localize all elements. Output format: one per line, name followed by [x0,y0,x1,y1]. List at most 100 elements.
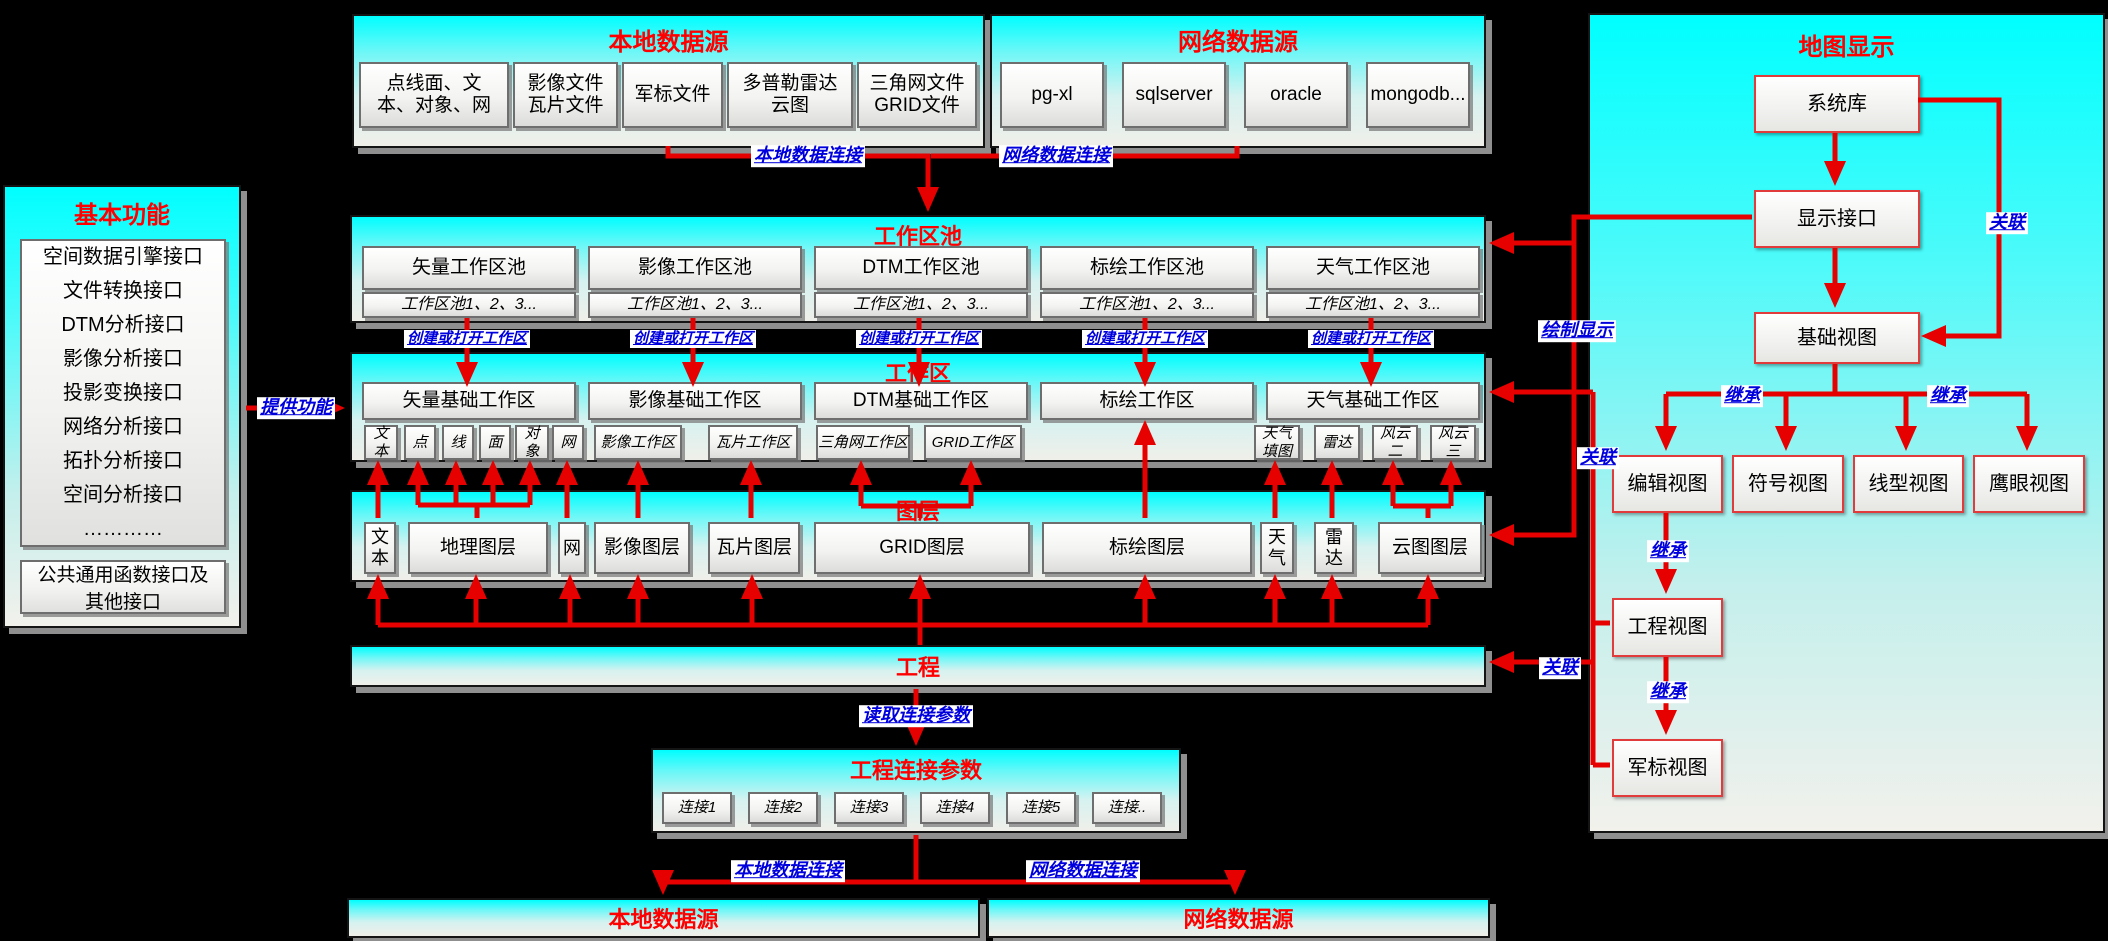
create-open-label: 创建或打开工作区 [1081,330,1209,348]
pool-box: 标绘工作区池 [1040,246,1254,290]
workspace-panel: 工作区 矢量基础工作区 影像基础工作区 DTM基础工作区 标绘工作区 天气基础工… [350,352,1486,462]
create-open-label: 创建或打开工作区 [403,330,531,348]
bottom-network-datasource-bar: 网络数据源 [987,898,1490,938]
layer-box: 文 本 [364,522,396,574]
local-source-box: 三角网文件 GRID文件 [857,62,977,128]
workspace-box: 影像基础工作区 [588,382,802,420]
project-bar: 工程 [350,645,1486,687]
associate-label-project: 关联 [1539,657,1581,679]
workspace-box: 标绘工作区 [1040,382,1254,420]
map-display-title: 地图显示 [1798,34,1895,61]
workspace-small-box: 天气 填图 [1254,425,1300,460]
workspace-small-box: 雷达 [1314,425,1360,460]
pool-box: 矢量工作区池 [362,246,576,290]
line-view-node: 线型视图 [1853,455,1964,513]
workspace-small-box: 点 [404,425,436,460]
workspace-small-box: 文 本 [364,425,398,460]
inherit-label: 继承 [1721,385,1763,407]
layer-box: 雷 达 [1314,522,1354,574]
network-link-label-bottom: 网络数据连接 [1026,860,1140,882]
basic-functions-panel: 基本功能 空间数据引擎接口 文件转换接口 DTM分析接口 影像分析接口 投影变换… [3,185,241,628]
pool-box: 天气工作区池 [1266,246,1480,290]
local-source-box: 点线面、文 本、对象、网 [359,62,509,128]
pool-box: DTM工作区池 [814,246,1028,290]
local-source-box: 军标文件 [622,62,723,128]
associate-label-right: 关联 [1986,212,2028,234]
layer-box: 天 气 [1260,522,1294,574]
connection-params-panel: 工程连接参数 连接1 连接2 连接3 连接4 连接5 连接.. [651,748,1181,833]
workspace-small-box: 瓦片工作区 [708,425,798,460]
project-title: 工程 [895,655,940,680]
connection-box: 连接4 [920,792,990,824]
provide-function-label: 提供功能 [257,397,335,419]
pool-instances-box: 工作区池1、2、3... [588,292,802,318]
connection-box: 连接5 [1006,792,1076,824]
pool-instances-box: 工作区池1、2、3... [362,292,576,318]
create-open-label: 创建或打开工作区 [855,330,983,348]
associate-label-workspace: 关联 [1577,447,1619,469]
bottom-network-title: 网络数据源 [1183,907,1294,932]
read-params-label: 读取连接参数 [859,705,973,727]
network-datasource-title: 网络数据源 [1178,29,1298,56]
common-interface-box: 公共通用函数接口及 其他接口 [20,560,226,614]
eagle-eye-view-node: 鹰眼视图 [1973,455,2085,513]
map-display-panel: 地图显示 系统库 显示接口 基础视图 编辑视图 符号视图 线型视图 鹰眼视图 工… [1588,13,2105,833]
workspace-small-box: 对 象 [515,425,549,460]
layer-box: 影像图层 [594,522,690,574]
symbol-view-node: 符号视图 [1732,455,1844,513]
local-source-box: 多普勒雷达 云图 [727,62,853,128]
workspace-small-box: 风云 二 [1372,425,1418,460]
workspace-small-box: 影像工作区 [594,425,682,460]
local-source-box: 影像文件 瓦片文件 [513,62,618,128]
basic-functions-title: 基本功能 [74,202,170,229]
layer-box: GRID图层 [814,522,1030,574]
local-link-label-top: 本地数据连接 [751,145,865,167]
layer-box: 地理图层 [408,522,548,574]
workspace-small-box: GRID工作区 [924,425,1022,460]
pool-instances-box: 工作区池1、2、3... [1266,292,1480,318]
network-datasource-panel: 网络数据源 pg-xl sqlserver oracle mongodb... [990,14,1486,148]
layer-box: 标绘图层 [1042,522,1252,574]
network-link-label-top: 网络数据连接 [999,145,1113,167]
workspace-small-box: 面 [479,425,511,460]
system-lib-node: 系统库 [1754,75,1920,133]
connection-box: 连接2 [748,792,818,824]
military-symbol-view-node: 军标视图 [1612,739,1723,797]
local-datasource-title: 本地数据源 [608,29,729,56]
layer-box: 云图图层 [1378,522,1482,574]
display-interface-node: 显示接口 [1754,190,1920,248]
connection-params-title: 工程连接参数 [849,758,982,783]
local-link-label-bottom: 本地数据连接 [731,860,845,882]
connection-box: 连接.. [1092,792,1162,824]
workspace-small-box: 风云 三 [1430,425,1476,460]
create-open-label: 创建或打开工作区 [629,330,757,348]
network-source-box: pg-xl [1000,62,1104,128]
project-view-node: 工程视图 [1612,598,1723,657]
pool-box: 影像工作区池 [588,246,802,290]
layer-box: 瓦片图层 [708,522,800,574]
edit-view-node: 编辑视图 [1612,455,1723,513]
workspace-small-box: 网 [552,425,584,460]
network-source-box: mongodb... [1366,62,1470,128]
bottom-local-datasource-bar: 本地数据源 [347,898,980,938]
pool-instances-box: 工作区池1、2、3... [814,292,1028,318]
workspace-small-box: 三角网工作区 [816,425,910,460]
create-open-label: 创建或打开工作区 [1307,330,1435,348]
connection-box: 连接3 [834,792,904,824]
inherit-label: 继承 [1927,385,1969,407]
layer-box: 网 [558,522,586,574]
workspace-box: 天气基础工作区 [1266,382,1480,420]
interface-list-box: 空间数据引擎接口 文件转换接口 DTM分析接口 影像分析接口 投影变换接口 网络… [20,239,226,547]
workspace-box: 矢量基础工作区 [362,382,576,420]
pool-instances-box: 工作区池1、2、3... [1040,292,1254,318]
workspace-pool-panel: 工作区池 矢量工作区池 影像工作区池 DTM工作区池 标绘工作区池 天气工作区池… [350,215,1486,323]
inherit-label: 继承 [1647,540,1689,562]
draw-display-label: 绘制显示 [1538,320,1616,342]
layers-panel: 图层 文 本 地理图层 网 影像图层 瓦片图层 GRID图层 标绘图层 天 气 … [350,490,1486,582]
workspace-small-box: 线 [442,425,474,460]
bottom-local-title: 本地数据源 [608,907,719,932]
base-view-node: 基础视图 [1754,312,1920,364]
local-datasource-panel: 本地数据源 点线面、文 本、对象、网 影像文件 瓦片文件 军标文件 多普勒雷达 … [352,14,985,148]
connection-box: 连接1 [662,792,732,824]
